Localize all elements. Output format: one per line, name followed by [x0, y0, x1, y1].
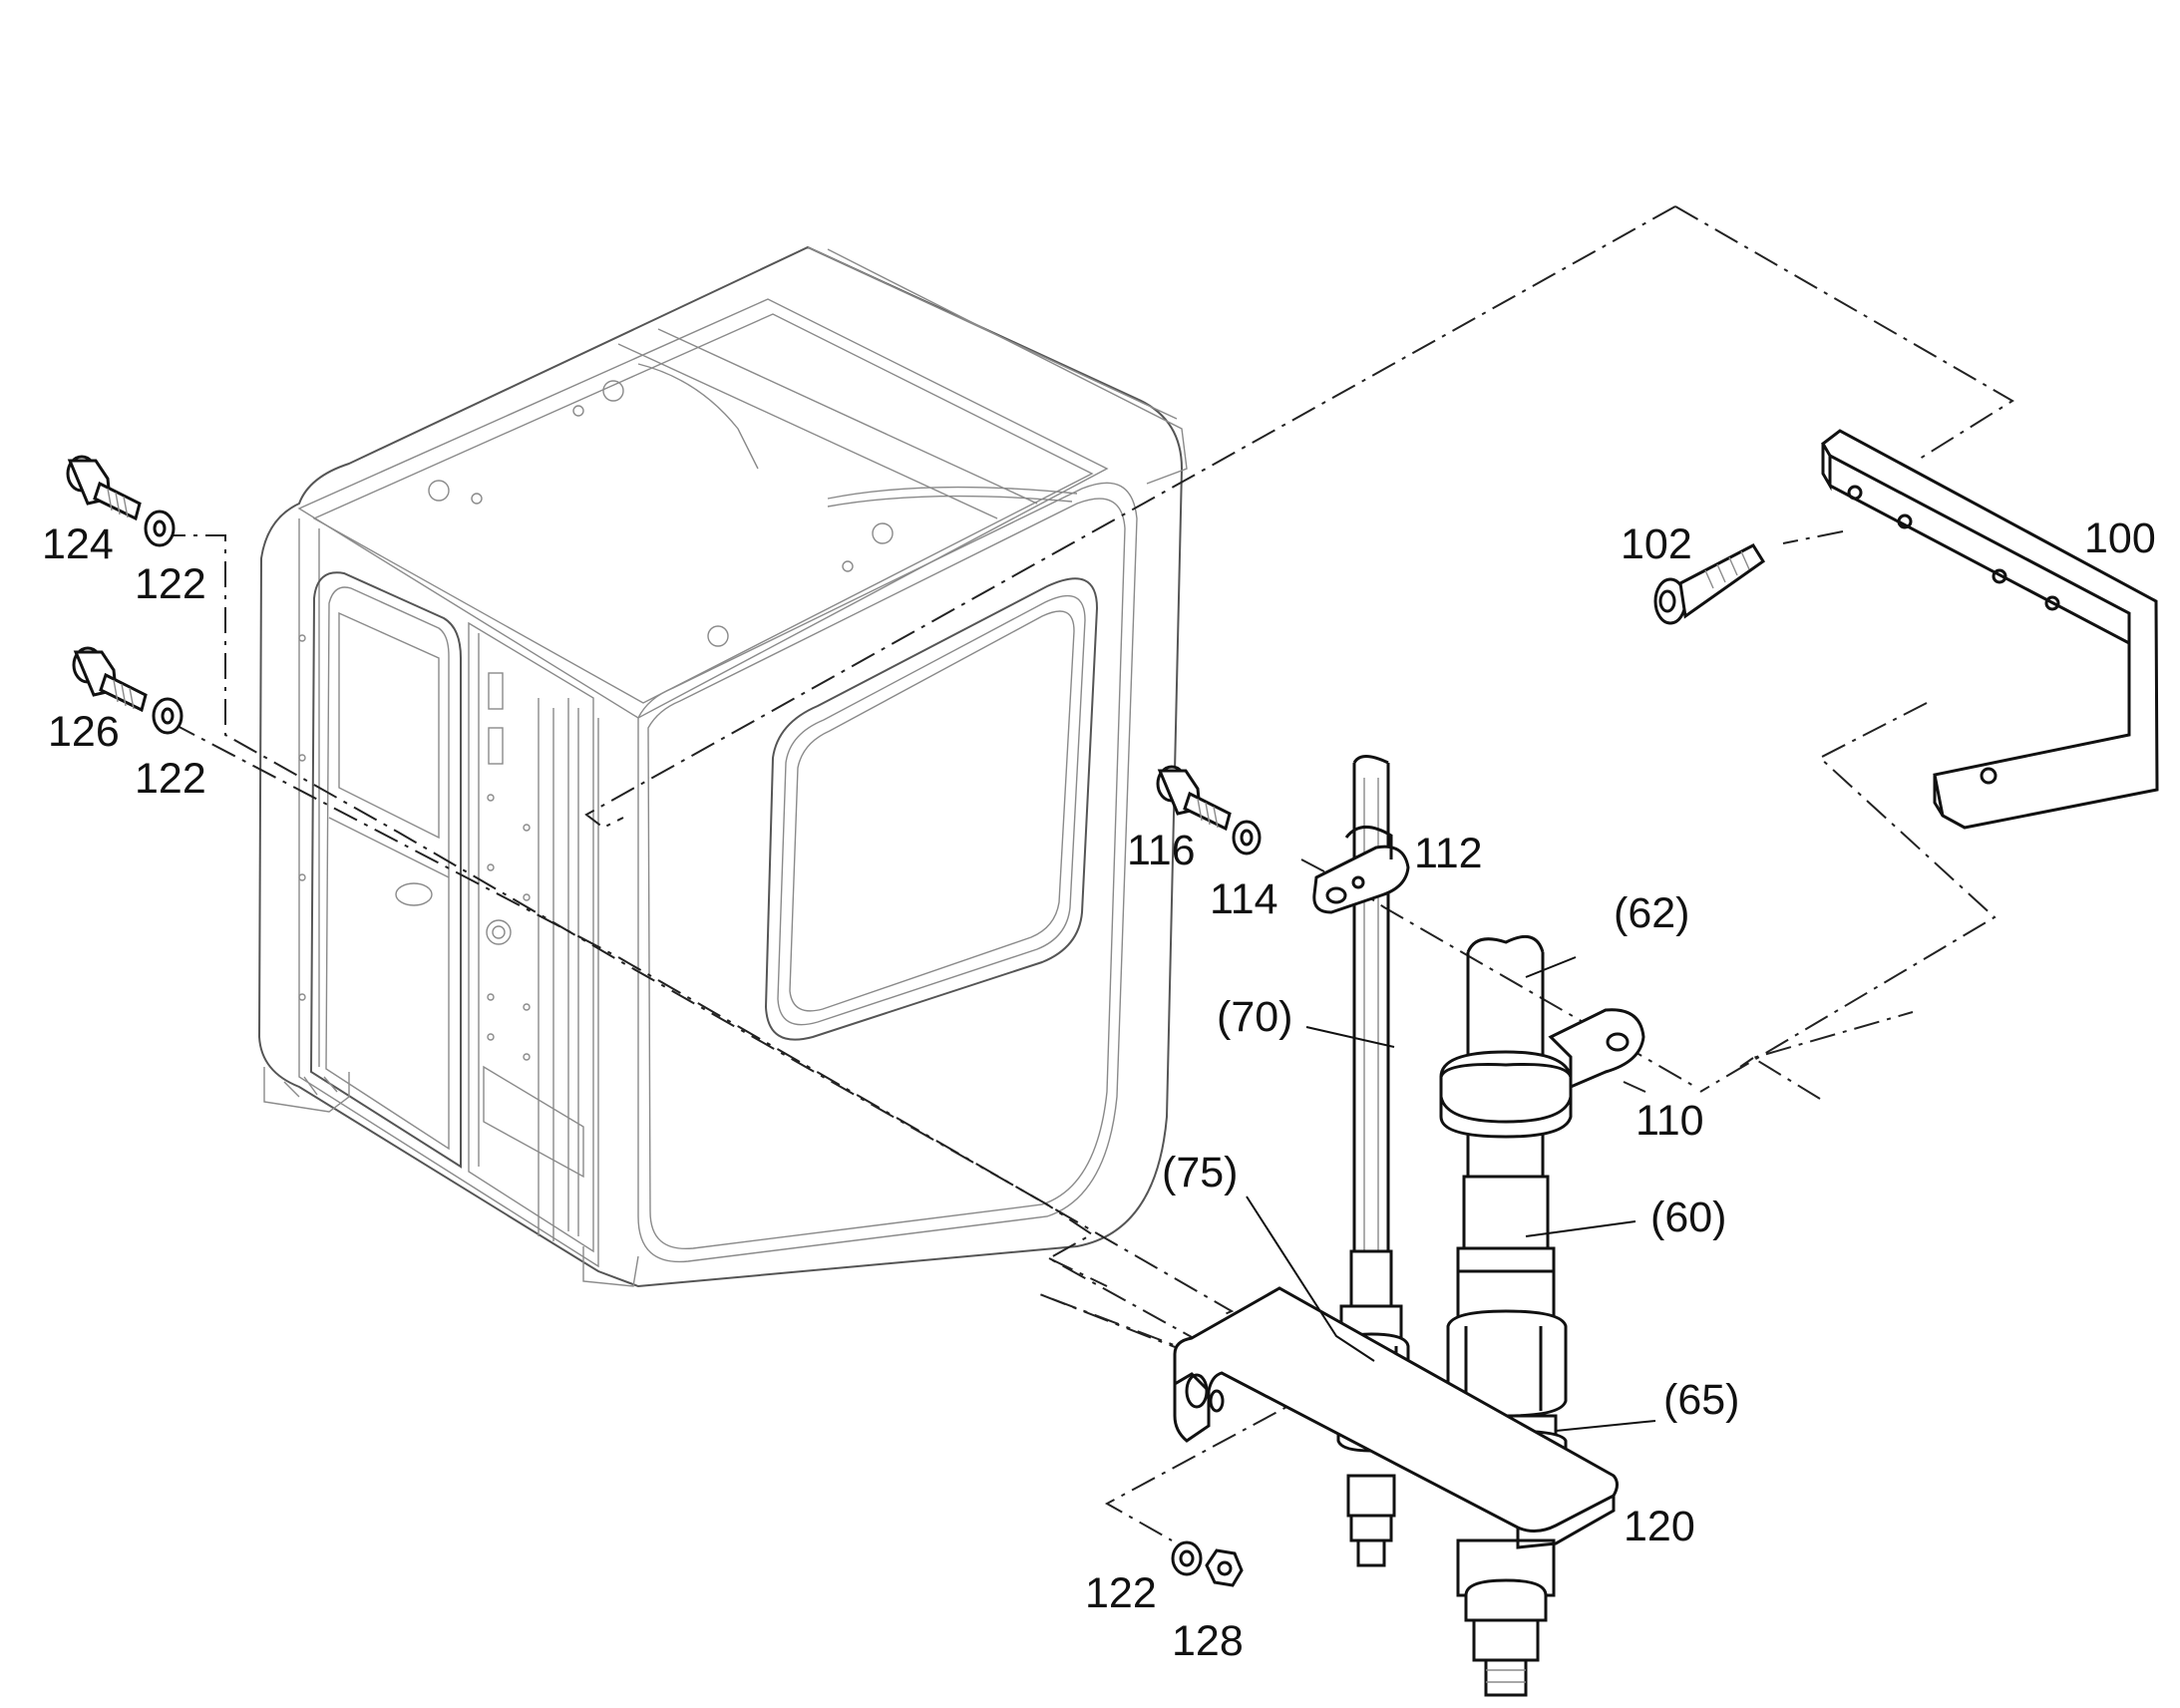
- bolt-126: [72, 646, 148, 713]
- operator-cab: [257, 245, 1188, 1288]
- label-110: 110: [1635, 1097, 1704, 1145]
- label-126: 126: [48, 708, 120, 756]
- screw-102: [1653, 543, 1766, 625]
- washer-122-top: [144, 510, 176, 547]
- label-120: 120: [1624, 1503, 1695, 1550]
- clamp-112: [1312, 826, 1410, 914]
- label-122-bottom: 122: [1085, 1569, 1157, 1617]
- label-112: 112: [1414, 830, 1483, 877]
- label-124: 124: [42, 520, 114, 568]
- washer-122-bottom: [1171, 1540, 1203, 1576]
- label-62: (62): [1614, 889, 1689, 937]
- label-65: (65): [1663, 1376, 1739, 1424]
- bolt-124: [66, 455, 142, 521]
- assembly-lines: [160, 205, 2014, 1541]
- label-75: (75): [1162, 1149, 1238, 1196]
- bolt-116: [1156, 765, 1232, 832]
- label-60: (60): [1650, 1194, 1726, 1241]
- label-122-middle: 122: [135, 755, 206, 803]
- leader-lines: [1246, 956, 1656, 1432]
- bracket-100: [1821, 429, 2159, 830]
- fitting-60: [1456, 1175, 1556, 1328]
- clamp-110: [1439, 1008, 1645, 1139]
- label-122-top: 122: [135, 560, 206, 608]
- washer-122-middle: [152, 697, 183, 735]
- label-102: 102: [1621, 520, 1692, 568]
- part-labels: 124 122 126 122 102 100 116 112 114 (62)…: [42, 514, 2156, 1665]
- bracket-120: [1173, 1286, 1619, 1549]
- nut-128: [1205, 1548, 1244, 1587]
- label-116: 116: [1127, 827, 1196, 874]
- label-100: 100: [2084, 514, 2156, 562]
- label-128: 128: [1172, 1617, 1244, 1665]
- panel-rivets: [298, 634, 531, 1061]
- label-70: (70): [1217, 993, 1292, 1041]
- washer-114: [1232, 820, 1262, 855]
- label-114: 114: [1210, 875, 1278, 923]
